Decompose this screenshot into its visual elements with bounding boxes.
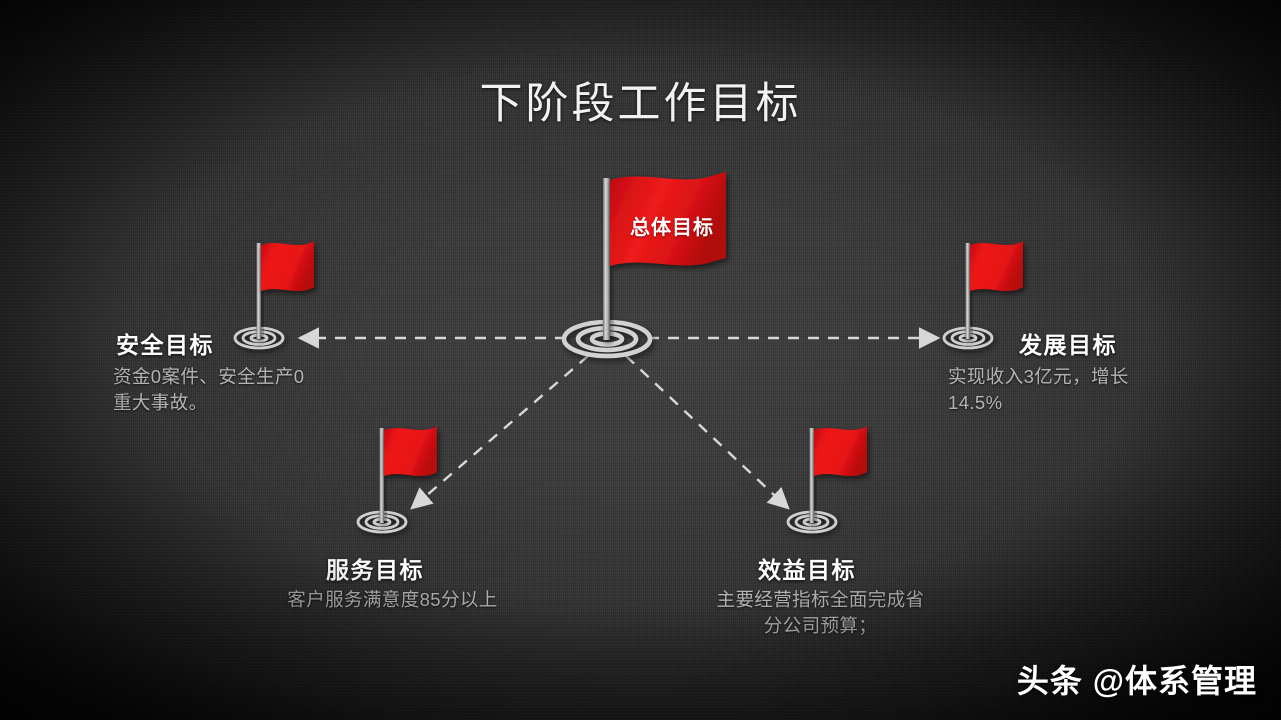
- efficiency-bullseye-target-icon: [786, 510, 838, 534]
- node-title-efficiency: 效益目标: [758, 557, 856, 583]
- watermark-handle: @体系管理: [1092, 663, 1257, 699]
- watermark: 头条 @体系管理: [1017, 656, 1257, 702]
- node-title-development: 发展目标: [1019, 332, 1117, 358]
- efficiency-flag-pole: [809, 428, 814, 523]
- center-bullseye-target-icon: [561, 319, 653, 359]
- connector-to-service: [410, 355, 589, 510]
- center-node[interactable]: [561, 172, 726, 359]
- node-desc-development: 实现收入3亿元，增长14.5%: [948, 366, 1129, 414]
- node-desc-safety: 资金0案件、安全生产0重大事故。: [113, 366, 305, 414]
- node-title-service: 服务目标: [326, 557, 424, 583]
- service-node-icons[interactable]: [356, 426, 437, 534]
- center-flag-label: 总体目标: [630, 217, 714, 239]
- watermark-brand: 头条: [1016, 663, 1083, 699]
- safety-flag-pole: [256, 243, 261, 339]
- page-title: 下阶段工作目标: [479, 79, 802, 128]
- safety-red-flag-icon: [261, 241, 314, 291]
- development-bullseye-target-icon: [942, 326, 994, 350]
- node-desc-service: 客户服务满意度85分以上: [287, 589, 498, 610]
- development-flag-pole: [965, 243, 970, 339]
- service-flag-pole: [379, 428, 384, 523]
- connectors: [297, 327, 941, 510]
- connector-to-efficiency: [625, 355, 790, 510]
- safety-node-icons[interactable]: [233, 241, 314, 350]
- service-red-flag-icon: [384, 426, 437, 476]
- service-bullseye-target-icon: [356, 510, 408, 534]
- safety-bullseye-target-icon: [233, 326, 285, 350]
- center-flag-pole: [603, 178, 610, 340]
- development-red-flag-icon: [970, 241, 1023, 291]
- efficiency-red-flag-icon: [814, 426, 867, 476]
- node-title-safety: 安全目标: [116, 332, 214, 358]
- efficiency-node-icons[interactable]: [786, 426, 867, 534]
- development-node-icons[interactable]: [942, 241, 1023, 350]
- node-desc-efficiency: 主要经营指标全面完成省分公司预算；: [716, 589, 925, 637]
